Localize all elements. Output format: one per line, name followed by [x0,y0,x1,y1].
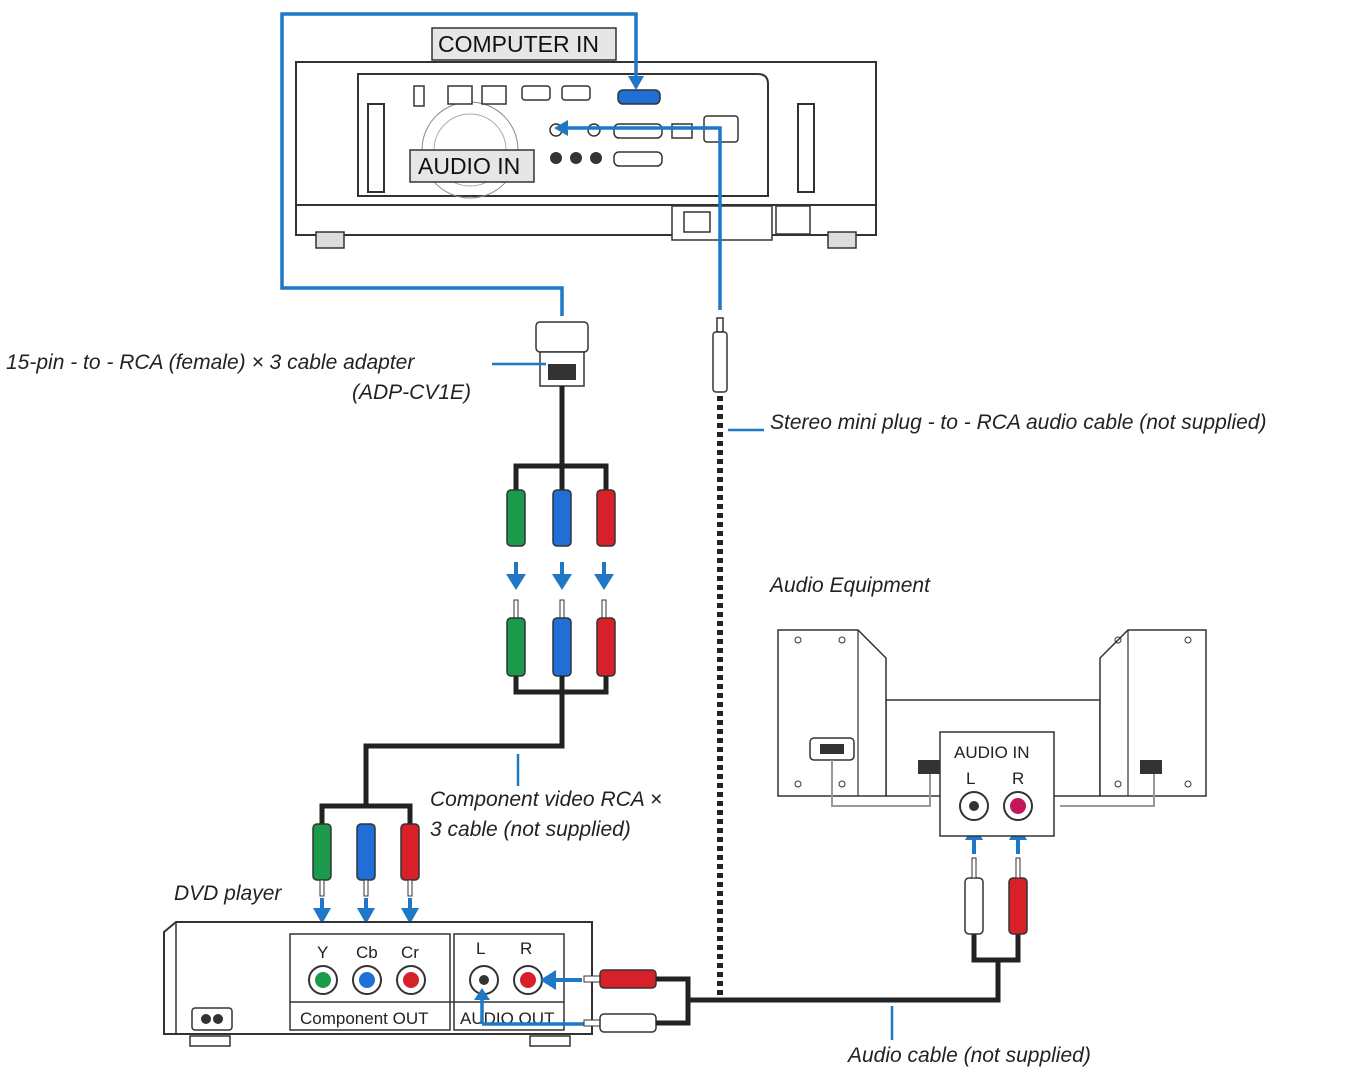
stereo-cable-caption: Stereo mini plug - to - RCA audio cable … [770,411,1266,434]
dvd-l-label: L [476,939,485,958]
computer-in-callout: COMPUTER IN [431,27,617,61]
equipment-r-label: R [1012,769,1024,788]
component-cable [319,676,609,826]
vga-adapter [535,321,589,387]
equipment-audio-plugs [964,857,1028,935]
rca-down-arrows [506,562,614,590]
audio-cable [656,934,1021,1026]
audio-equipment-caption: Audio Equipment [768,574,931,597]
audio-cable-caption: Audio cable (not supplied) [846,1044,1091,1067]
adapter-cable [513,386,609,492]
computer-in-arrow-icon [628,76,644,90]
vga-cable [280,12,638,316]
component-out-label: Component OUT [300,1009,429,1028]
equipment-audio-in-label: AUDIO IN [954,743,1030,762]
projector-audio-in-label: AUDIO IN [418,153,520,179]
upper-rca-plugs [506,489,616,547]
dvd-cb-label: Cb [356,943,378,962]
dvd-r-label: R [520,939,532,958]
audio-equipment [777,629,1207,837]
dvd-down-arrows [313,898,419,924]
stereo-mini-plug [712,317,728,393]
dvd-rca-plugs [312,823,420,897]
projector-audio-in-callout: AUDIO IN [409,149,535,183]
dvd-audio-plugs [583,969,657,1033]
dvd-cr-label: Cr [401,943,419,962]
computer-in-label: COMPUTER IN [438,31,599,57]
dvd-player [163,921,593,1047]
audio-out-arrows [474,970,596,1026]
dvd-y-label: Y [317,943,328,962]
dvd-player-caption: DVD player [174,882,282,905]
component-cable-caption-line1: Component video RCA × [430,788,662,811]
audio-in-arrow-icon [554,120,568,136]
mini-plug-cable [566,126,722,310]
adapter-caption-line2: (ADP-CV1E) [352,381,471,404]
component-cable-caption-line2: 3 cable (not supplied) [430,818,631,841]
equipment-l-label: L [966,769,975,788]
projector [295,61,877,249]
adapter-caption-line1: 15-pin - to - RCA (female) × 3 cable ada… [6,351,415,374]
lower-rca-plugs [506,599,616,677]
